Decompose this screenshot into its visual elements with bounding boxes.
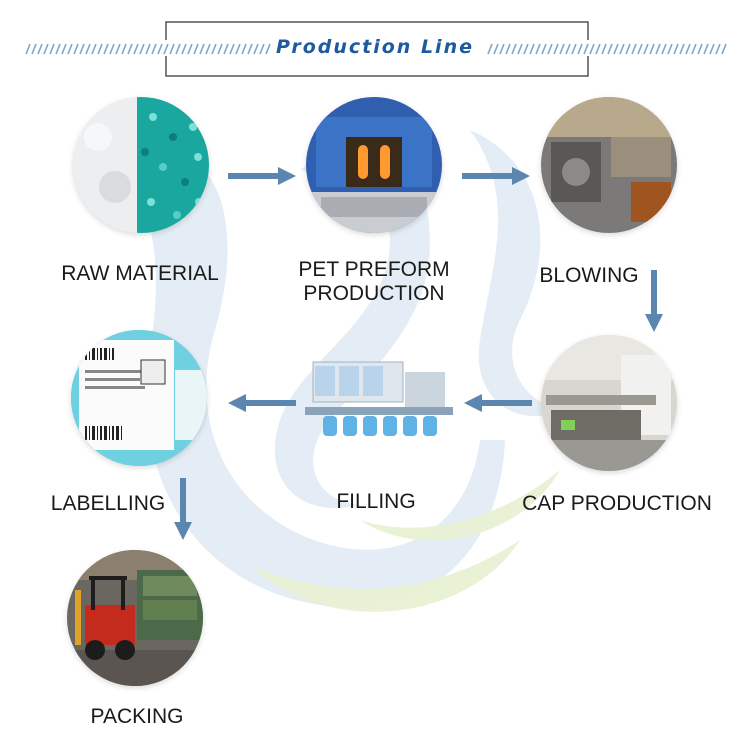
blowing-label: BLOWING (539, 264, 639, 287)
cap-production-label: CAP PRODUCTION (522, 492, 712, 515)
blowing-image (541, 97, 677, 233)
arrow-right-1 (228, 167, 296, 185)
blowing-machine-photo-icon (541, 97, 677, 233)
arrow-down-2 (174, 478, 192, 540)
label-rolls-photo-icon (71, 330, 207, 466)
filling-label: FILLING (336, 490, 416, 513)
header-hatch-right (487, 43, 727, 55)
plastic-pellets-photo-icon (73, 97, 209, 233)
header-hatch-left (25, 43, 271, 55)
filling-image (305, 352, 453, 452)
arrow-left-1 (464, 394, 532, 412)
cap-production-image (541, 335, 677, 471)
labelling-image (71, 330, 207, 466)
packing-image (67, 550, 203, 686)
arrow-down-1 (645, 270, 663, 332)
forklift-warehouse-photo-icon (67, 550, 203, 686)
arrow-left-2 (228, 394, 296, 412)
pet-preform-image (306, 97, 442, 233)
pet-preform-label-line1: PET PREFORM (298, 258, 450, 281)
header-frame (25, 21, 727, 77)
arrow-right-2 (462, 167, 530, 185)
preform-machine-photo-icon (306, 97, 442, 233)
labelling-label: LABELLING (50, 492, 166, 515)
raw-material-label: RAW MATERIAL (61, 262, 219, 285)
filling-machine-photo-icon (305, 361, 453, 436)
raw-material-image (73, 97, 209, 233)
cap-factory-photo-icon (541, 335, 677, 471)
pet-preform-label-line2: PRODUCTION (303, 282, 445, 305)
packing-label: PACKING (90, 705, 184, 728)
page-title: Production Line (276, 36, 474, 58)
